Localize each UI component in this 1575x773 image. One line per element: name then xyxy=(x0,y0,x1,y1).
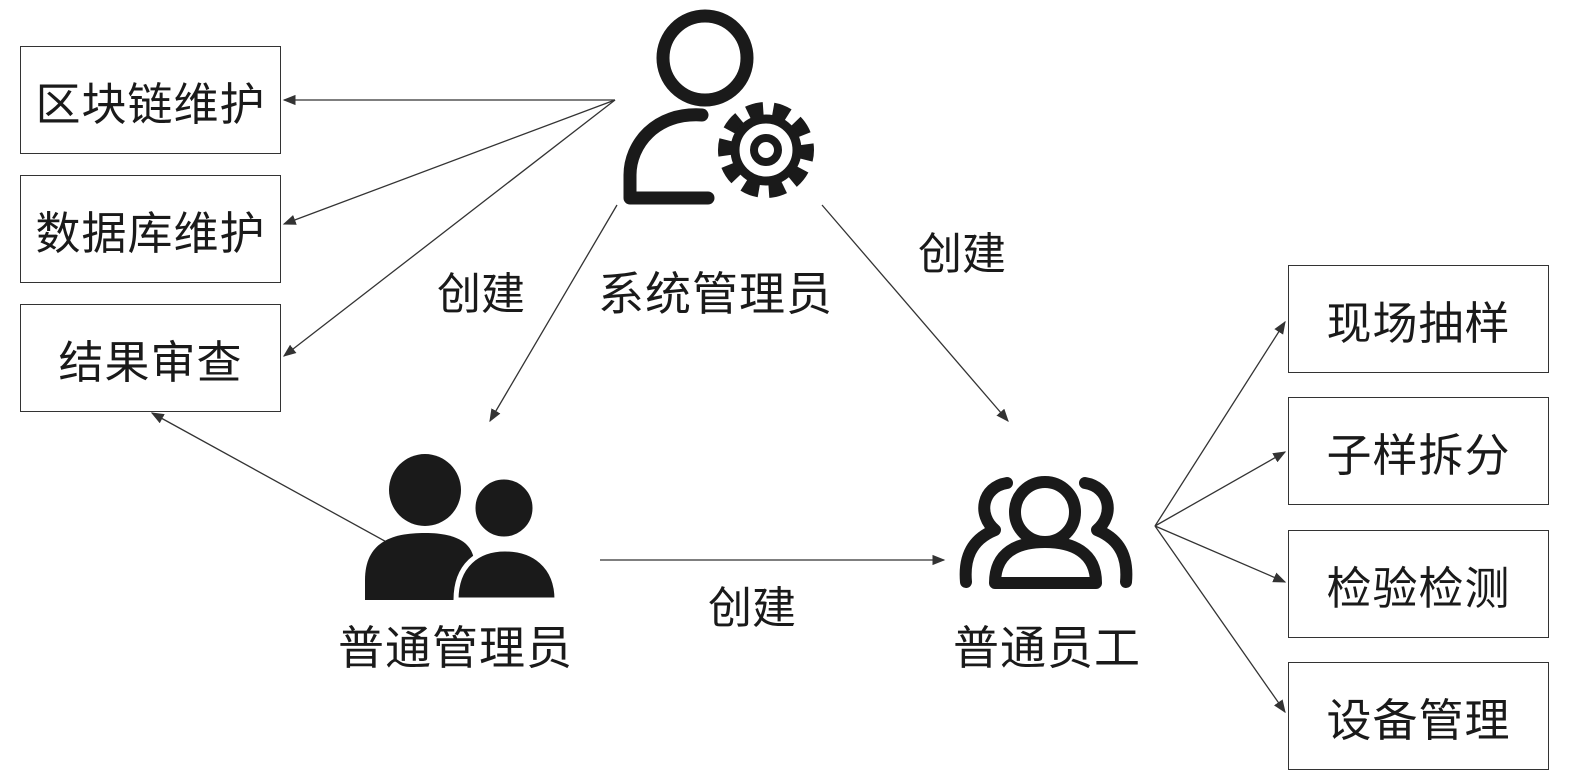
edge-label-sys-to-employee: 创建 xyxy=(918,229,1006,280)
task-label: 检验检测 xyxy=(1326,561,1511,615)
arrow-sys-to-database xyxy=(282,99,616,225)
arrow-sys-to-review xyxy=(282,99,616,357)
user-gear-icon xyxy=(623,9,814,205)
task-label: 现场抽样 xyxy=(1326,296,1511,350)
task-label: 区块链维护 xyxy=(35,77,266,131)
edge-label-sys-to-admin: 创建 xyxy=(437,269,525,320)
task-blockchain-maintenance: 区块链维护 xyxy=(20,46,281,154)
task-equipment-management: 设备管理 xyxy=(1288,662,1549,770)
arrow-emp-to-testing xyxy=(1154,525,1287,583)
arrow-sys-to-employee xyxy=(821,204,1009,422)
arrow-admin-to-review xyxy=(150,412,393,546)
task-label: 设备管理 xyxy=(1326,693,1511,747)
task-database-maintenance: 数据库维护 xyxy=(20,175,281,283)
task-field-sampling: 现场抽样 xyxy=(1288,265,1549,373)
arrow-emp-to-equipment xyxy=(1154,525,1286,714)
edge-label-admin-to-employee: 创建 xyxy=(708,583,796,634)
employee-label: 普通员工 xyxy=(953,621,1141,675)
task-inspection-testing: 检验检测 xyxy=(1288,530,1549,638)
task-label: 子样拆分 xyxy=(1326,428,1511,482)
task-result-review: 结果审查 xyxy=(20,304,281,412)
system-admin-label: 系统管理员 xyxy=(598,267,833,321)
user-group-icon xyxy=(365,454,560,603)
arrow-emp-to-sampling xyxy=(1154,320,1286,527)
task-label: 结果审查 xyxy=(58,335,243,389)
team-icon xyxy=(959,476,1133,589)
normal-admin-label: 普通管理员 xyxy=(338,621,573,675)
task-label: 数据库维护 xyxy=(35,206,266,260)
arrow-emp-to-split xyxy=(1154,451,1287,527)
task-subsample-split: 子样拆分 xyxy=(1288,397,1549,505)
arrow-sys-to-normal-admin xyxy=(489,204,618,423)
